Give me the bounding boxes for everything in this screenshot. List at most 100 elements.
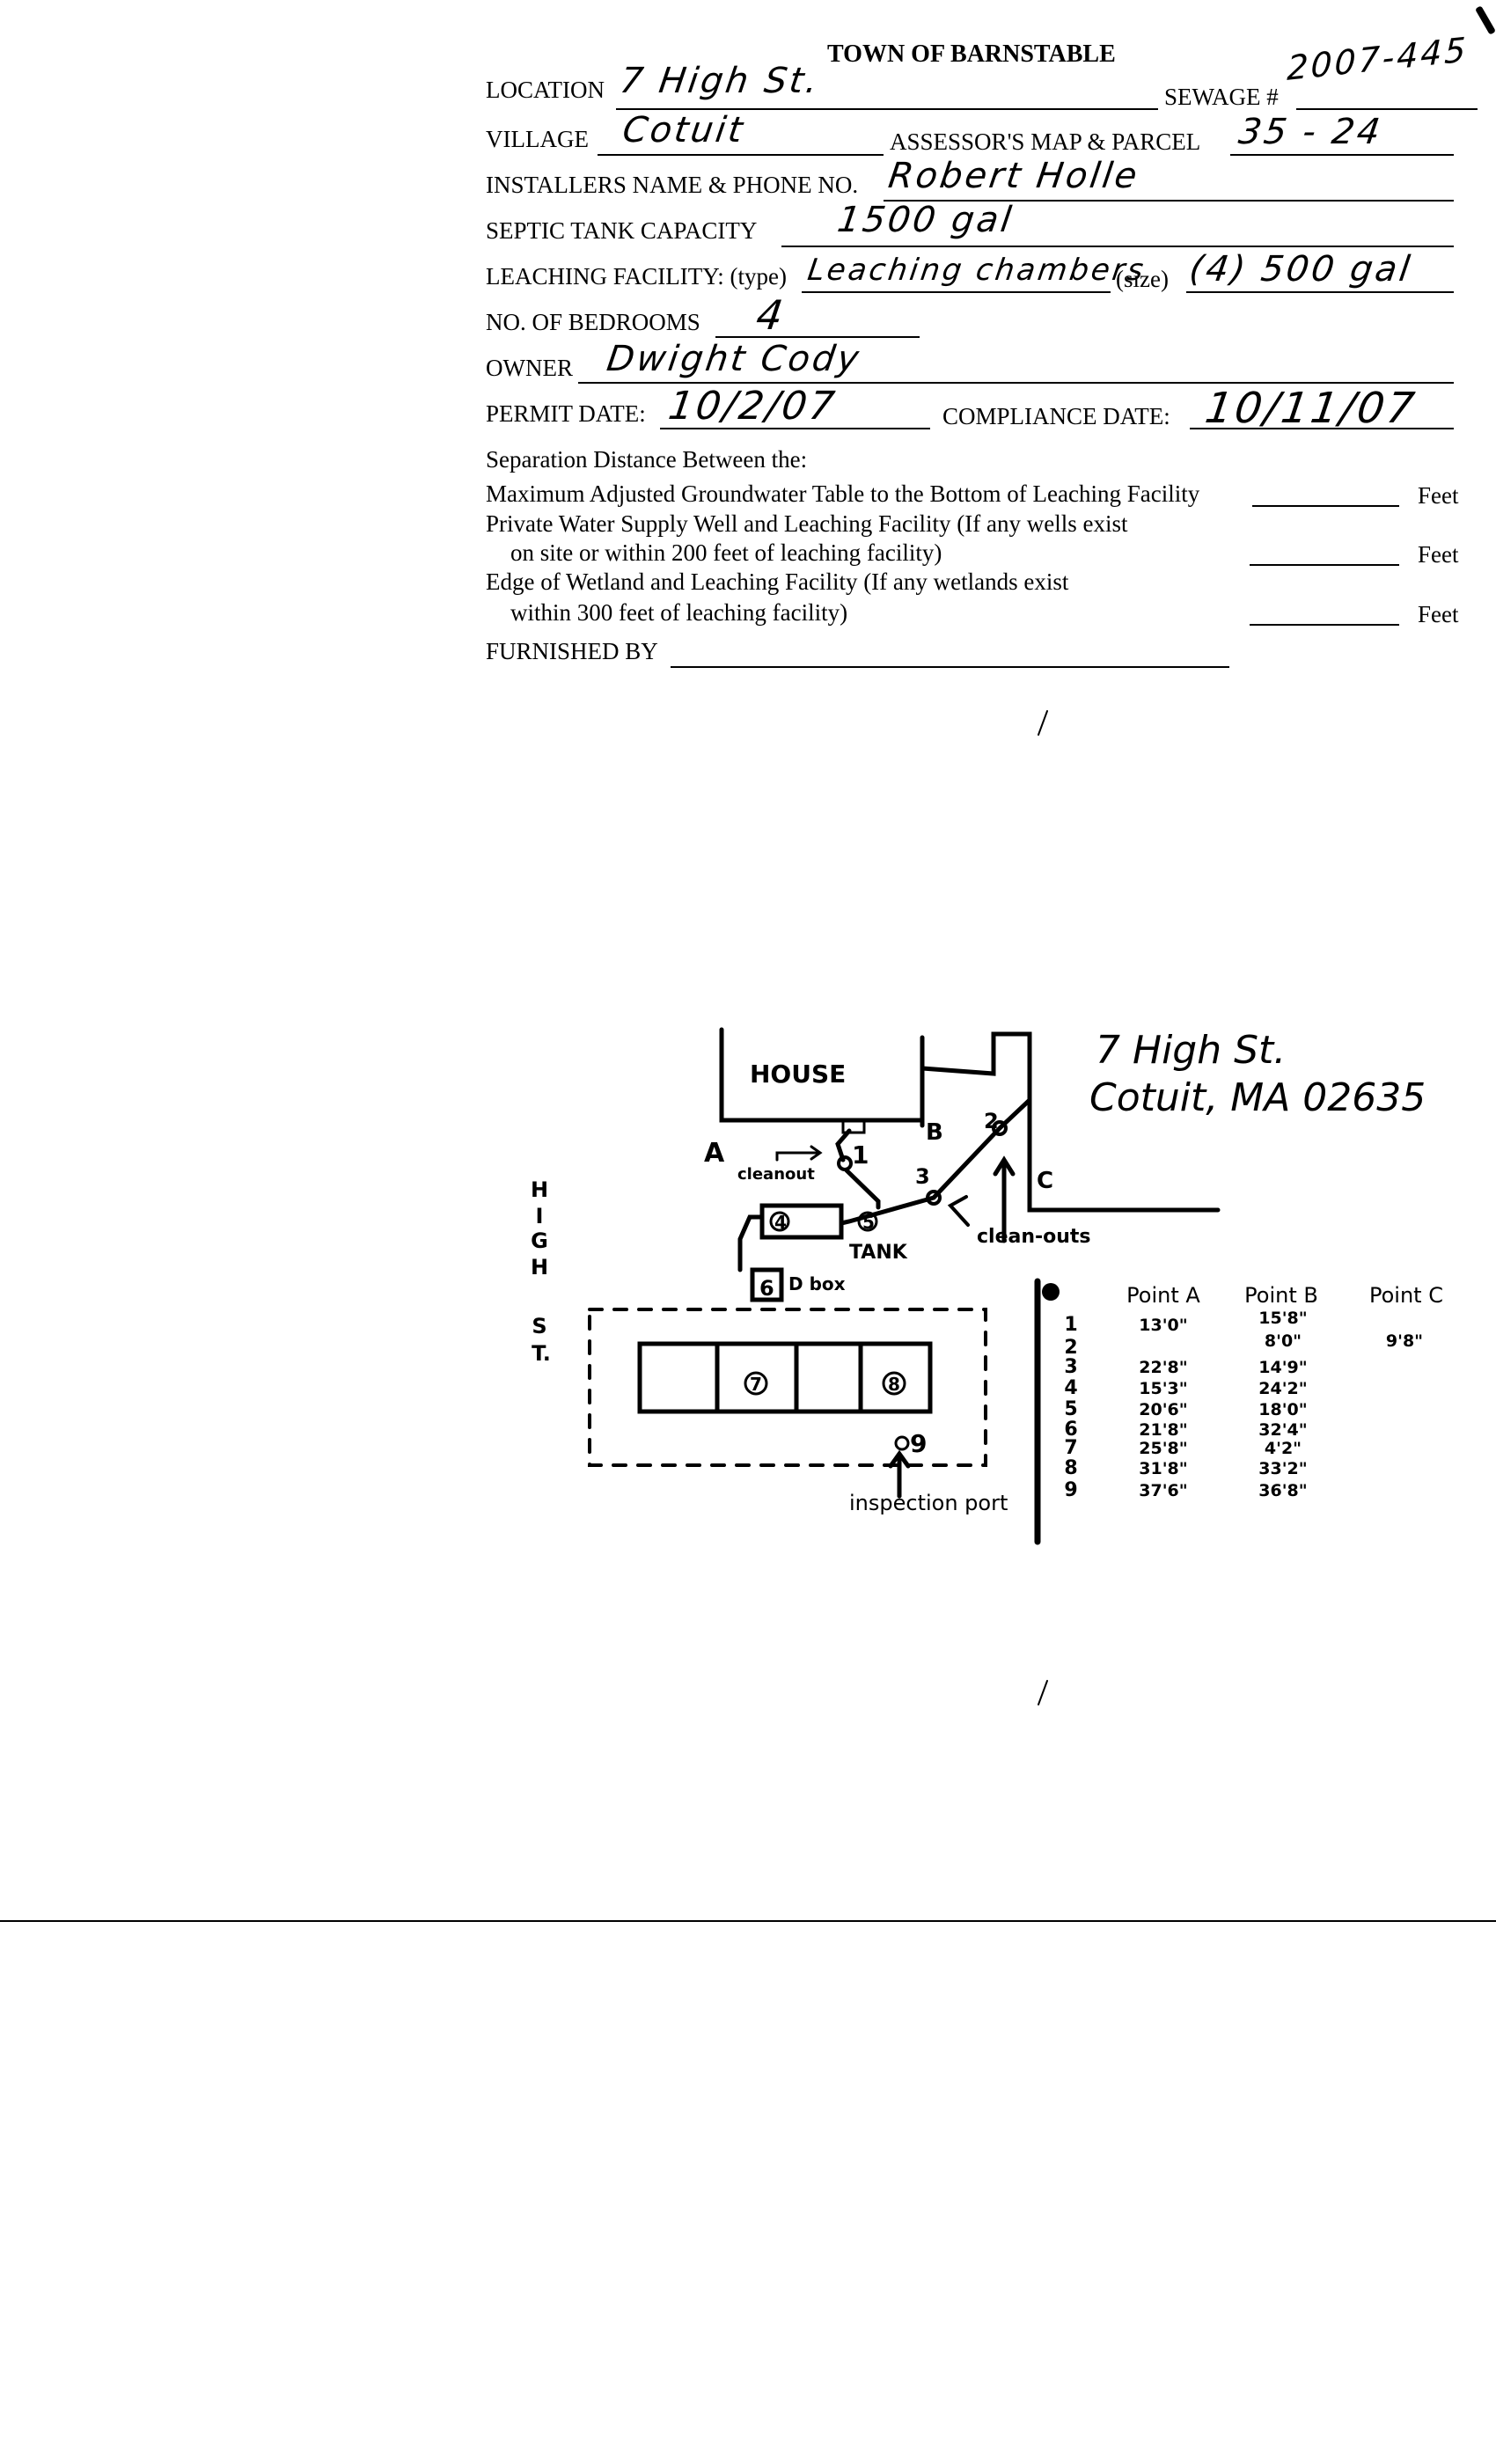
marker-5-label: 5 (862, 1212, 875, 1233)
wetland-feet-line (1250, 624, 1399, 626)
ties-cell-point-b: 24'2" (1258, 1379, 1307, 1398)
leaching-type-label: LEACHING FACILITY: (type) (486, 263, 787, 290)
ties-row-number: 3 (1064, 1356, 1077, 1378)
size-label: (size) (1116, 266, 1169, 292)
street-letter: I (536, 1204, 544, 1228)
ties-cell-point-a: 25'8" (1139, 1439, 1187, 1458)
ties-row-number: 5 (1064, 1398, 1077, 1420)
ties-cell-point-a: 31'8" (1139, 1459, 1187, 1478)
well-feet-unit: Feet (1418, 541, 1459, 568)
size-line (1186, 291, 1454, 293)
parcel-line (1230, 154, 1454, 156)
cleanout-3-icon (926, 1190, 942, 1206)
parcel-label: ASSESSOR'S MAP & PARCEL (890, 128, 1201, 155)
marker-6-label: 6 (759, 1276, 774, 1301)
ties-cell-point-b: 36'8" (1258, 1481, 1307, 1500)
leaching-type-line (802, 291, 1111, 293)
owner-label: OWNER (486, 355, 573, 381)
marker-4-label: 4 (774, 1212, 787, 1233)
village-line (598, 154, 884, 156)
separation-wetland-label: Edge of Wetland and Leaching Facility (I… (486, 568, 1069, 595)
marker-8-label: 8 (888, 1374, 900, 1395)
ties-row-number: 4 (1064, 1377, 1077, 1399)
house-label: HOUSE (750, 1060, 846, 1089)
separation-well-label-2: on site or within 200 feet of leaching f… (510, 539, 942, 566)
ties-cell-point-b: 18'0" (1258, 1400, 1307, 1419)
compliance-date-label: COMPLIANCE DATE: (942, 403, 1170, 429)
dbox-label: D box (788, 1273, 846, 1294)
inspection-port-arrowhead (888, 1449, 911, 1469)
well-feet-line (1250, 564, 1399, 566)
sewage-label: SEWAGE # (1164, 84, 1279, 110)
marker-2-label: 2 (984, 1109, 999, 1133)
address-line-2: Cotuit, MA 02635 (1089, 1075, 1426, 1120)
ties-cell-point-c: 9'8" (1386, 1331, 1423, 1351)
ties-cell-point-b: 32'4" (1258, 1420, 1307, 1440)
permit-date-line (660, 428, 930, 429)
furnished-by-line (671, 666, 1229, 668)
tank-capacity-label: SEPTIC TANK CAPACITY (486, 217, 758, 244)
ties-header-point-a: Point A (1126, 1283, 1200, 1308)
tank-capacity-line (781, 246, 1454, 247)
house-extension (920, 1031, 1221, 1213)
separation-groundwater-label: Maximum Adjusted Groundwater Table to th… (486, 480, 1200, 507)
street-letter: T. (532, 1341, 551, 1366)
ties-header-point-b: Point B (1244, 1283, 1318, 1308)
stray-mark (1038, 1680, 1048, 1705)
groundwater-feet-unit: Feet (1418, 482, 1459, 509)
tank-label: TANK (849, 1242, 908, 1264)
separation-wetland-label-2: within 300 feet of leaching facility) (510, 599, 848, 626)
groundwater-feet-line (1252, 505, 1399, 507)
pipe-tank-to-dbox (737, 1214, 765, 1272)
village-label: VILLAGE (486, 126, 589, 152)
street-letter: S (532, 1314, 546, 1338)
ties-row-number: 6 (1064, 1419, 1077, 1441)
ties-cell-point-b: 33'2" (1258, 1459, 1307, 1478)
house-outlet (841, 1118, 866, 1134)
marker-9-label: 9 (910, 1429, 927, 1458)
ties-cell-point-b: 8'0" (1265, 1331, 1302, 1351)
cleanout-2-icon (992, 1120, 1008, 1136)
separation-well-label: Private Water Supply Well and Leaching F… (486, 510, 1128, 537)
location-label: LOCATION (486, 77, 605, 103)
distribution-box (750, 1267, 784, 1302)
street-letter: H (531, 1255, 548, 1280)
bedrooms-label: NO. OF BEDROOMS (486, 309, 700, 335)
chamber-marker-8 (882, 1371, 906, 1396)
marker-3-label: 3 (915, 1164, 930, 1189)
ties-row-number: 9 (1064, 1479, 1077, 1501)
pipe-tank-to-house-c (839, 1097, 1032, 1226)
ties-header-point-c: Point C (1369, 1283, 1443, 1308)
bedrooms-line (715, 336, 920, 338)
ties-cell-point-a: 22'8" (1139, 1358, 1187, 1377)
leaching-chambers (637, 1341, 933, 1414)
ties-row-number: 1 (1064, 1314, 1077, 1336)
marker-7-label: 7 (750, 1374, 762, 1395)
ties-cell-point-b: 15'8" (1258, 1309, 1307, 1328)
ties-row-number: 2 (1064, 1337, 1077, 1359)
permit-date-label: PERMIT DATE: (486, 400, 646, 427)
furnished-by-label: FURNISHED BY (486, 638, 658, 664)
cleanouts-pointer-icon (947, 1195, 970, 1227)
cleanout-label: cleanout (737, 1165, 815, 1184)
ties-row-number: 7 (1064, 1437, 1077, 1459)
cleanout-arrow-icon (775, 1151, 820, 1162)
ties-cell-point-a: 21'8" (1139, 1420, 1187, 1440)
marker-1-label: 1 (852, 1140, 869, 1170)
ties-row-number: 8 (1064, 1457, 1077, 1479)
cleanout-arrowhead (810, 1145, 823, 1161)
sewage-line (1296, 108, 1478, 110)
inspection-port-label: inspection port (849, 1491, 1008, 1515)
address-line-1: 7 High St. (1096, 1028, 1286, 1073)
street-letter: H (531, 1177, 548, 1202)
location-line (616, 108, 1158, 110)
installer-label: INSTALLERS NAME & PHONE NO. (486, 172, 859, 198)
separation-label: Separation Distance Between the: (486, 446, 808, 473)
ties-cell-point-b: 4'2" (1265, 1439, 1302, 1458)
ties-cell-point-a: 37'6" (1139, 1481, 1187, 1500)
point-b-label: B (926, 1119, 943, 1146)
stray-mark (1038, 710, 1048, 736)
pipe-house-to-cleanout (835, 1128, 852, 1162)
